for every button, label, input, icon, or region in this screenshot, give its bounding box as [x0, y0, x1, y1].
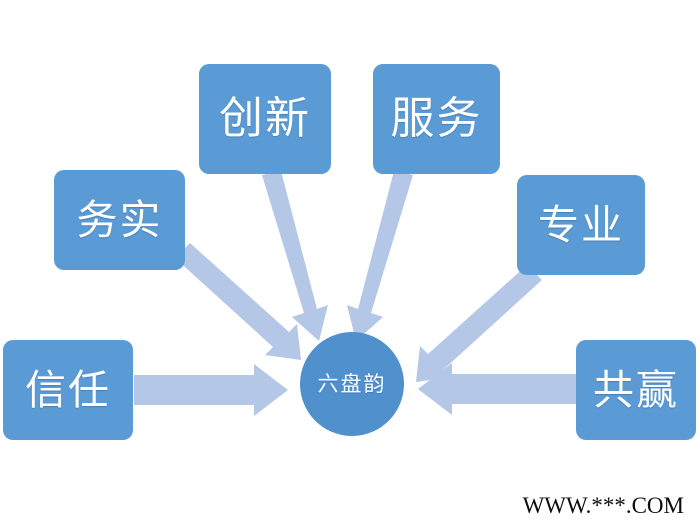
node-box-winwin[interactable]: 共赢	[576, 340, 696, 440]
arrow-professional-to-center	[416, 265, 542, 382]
node-box-service[interactable]: 服务	[373, 64, 500, 174]
node-label-service: 服务	[390, 93, 483, 144]
arrow-pragmatic-to-center	[175, 243, 301, 360]
node-label-pragmatic: 务实	[76, 195, 163, 244]
watermark-text: WWW.***.COM	[522, 493, 684, 518]
node-box-pragmatic[interactable]: 务实	[54, 170, 185, 270]
node-label-trust: 信任	[25, 365, 111, 414]
node-label-professional: 专业	[538, 200, 624, 249]
node-box-trust[interactable]: 信任	[3, 340, 133, 440]
node-box-professional[interactable]: 专业	[517, 175, 645, 275]
center-node-circle[interactable]: 六盘韵	[300, 332, 404, 436]
arrow-trust-to-center	[134, 364, 288, 416]
arrow-service-to-center	[347, 171, 413, 341]
node-label-innovation: 创新	[219, 93, 311, 144]
arrow-winwin-to-center	[418, 363, 576, 415]
node-label-winwin: 共赢	[593, 365, 679, 414]
center-node-label: 六盘韵	[317, 371, 387, 396]
node-box-innovation[interactable]: 创新	[199, 64, 331, 174]
arrow-innovation-to-center	[262, 171, 328, 341]
